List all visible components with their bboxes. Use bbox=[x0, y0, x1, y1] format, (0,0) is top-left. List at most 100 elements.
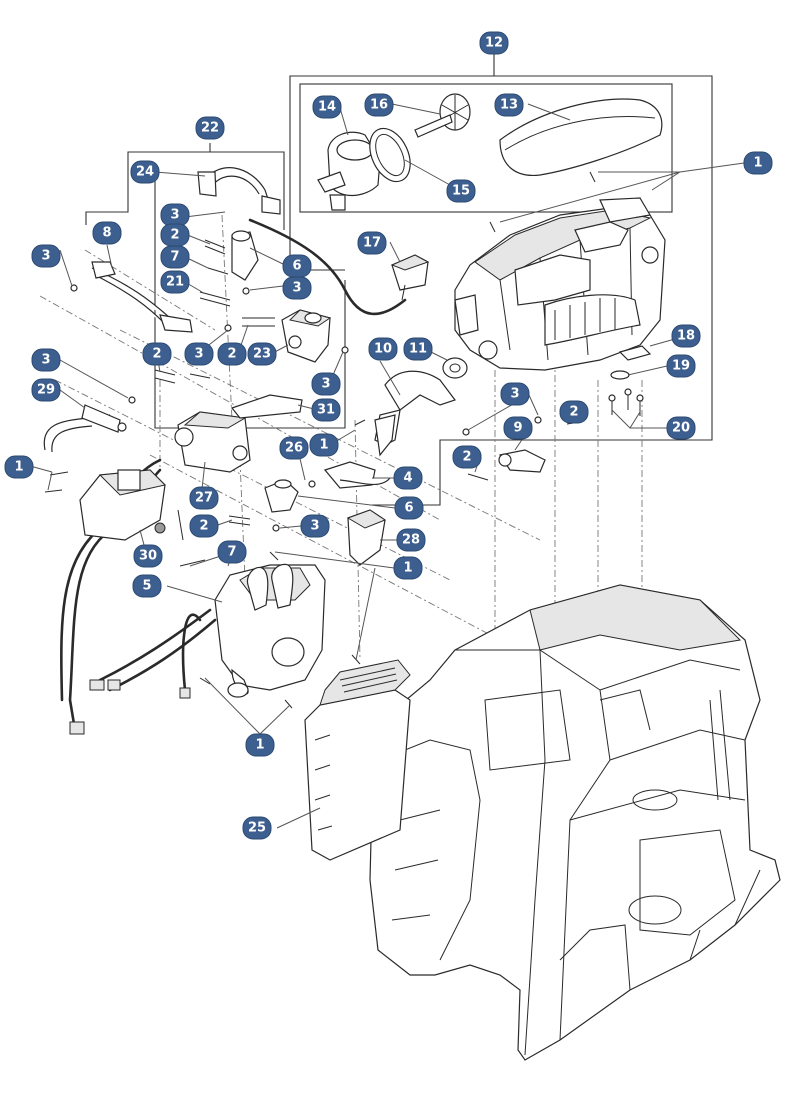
svg-text:28: 28 bbox=[402, 533, 420, 548]
callout-23: 23 bbox=[247, 342, 277, 366]
callout-10: 10 bbox=[368, 337, 398, 361]
callout-6-b: 6 bbox=[394, 496, 424, 520]
callout-22: 22 bbox=[195, 116, 225, 140]
callout-3-a: 3 bbox=[160, 203, 190, 227]
part-31-tube bbox=[230, 394, 303, 419]
svg-text:30: 30 bbox=[139, 549, 157, 564]
group-frame-22 bbox=[85, 143, 346, 429]
svg-text:2: 2 bbox=[462, 450, 471, 465]
svg-text:1: 1 bbox=[753, 156, 762, 171]
svg-text:1: 1 bbox=[319, 438, 328, 453]
svg-text:3: 3 bbox=[321, 377, 330, 392]
svg-text:4: 4 bbox=[403, 471, 412, 486]
callout-2-b: 2 bbox=[217, 342, 247, 366]
callout-25: 25 bbox=[242, 816, 272, 840]
part-24-hose bbox=[197, 167, 281, 215]
svg-text:18: 18 bbox=[677, 329, 695, 344]
svg-text:1: 1 bbox=[14, 460, 23, 475]
callout-2-a: 2 bbox=[160, 223, 190, 247]
callout-2-f: 2 bbox=[189, 514, 219, 538]
part-14-motor bbox=[317, 131, 381, 211]
callout-3-c: 3 bbox=[282, 276, 312, 300]
svg-text:1: 1 bbox=[403, 561, 412, 576]
callout-1-e: 1 bbox=[245, 733, 275, 757]
part-30-power-module bbox=[79, 469, 166, 541]
svg-text:31: 31 bbox=[317, 403, 335, 418]
svg-text:3: 3 bbox=[510, 387, 519, 402]
callout-18: 18 bbox=[671, 324, 701, 348]
svg-text:22: 22 bbox=[201, 121, 219, 136]
callout-30: 30 bbox=[133, 544, 163, 568]
svg-text:14: 14 bbox=[318, 100, 336, 115]
svg-text:29: 29 bbox=[37, 383, 55, 398]
part-8-hose bbox=[91, 261, 193, 333]
svg-text:15: 15 bbox=[452, 184, 470, 199]
callout-14: 14 bbox=[312, 95, 342, 119]
svg-text:5: 5 bbox=[142, 579, 151, 594]
svg-text:2: 2 bbox=[152, 347, 161, 362]
svg-text:11: 11 bbox=[409, 342, 427, 357]
callout-3-e: 3 bbox=[31, 348, 61, 372]
callout-26: 26 bbox=[279, 436, 309, 460]
svg-text:6: 6 bbox=[404, 501, 413, 516]
svg-text:25: 25 bbox=[248, 821, 266, 836]
callout-24: 24 bbox=[130, 160, 160, 184]
callout-2-c: 2 bbox=[142, 342, 172, 366]
svg-text:1: 1 bbox=[255, 738, 264, 753]
part-17-switch bbox=[390, 254, 430, 301]
callout-16: 16 bbox=[364, 93, 394, 117]
svg-text:23: 23 bbox=[253, 347, 271, 362]
brew-unit-assembly bbox=[454, 197, 666, 371]
callout-27: 27 bbox=[189, 486, 219, 510]
part-25-board-bracket bbox=[304, 659, 411, 861]
svg-text:8: 8 bbox=[102, 226, 111, 241]
part-15-ring bbox=[369, 127, 411, 183]
svg-text:19: 19 bbox=[672, 359, 690, 374]
part-20-screws bbox=[608, 388, 644, 416]
svg-text:6: 6 bbox=[292, 259, 301, 274]
callout-7-b: 7 bbox=[217, 540, 247, 564]
callout-19: 19 bbox=[666, 354, 696, 378]
part-9-pin bbox=[498, 449, 546, 473]
callout-9: 9 bbox=[503, 416, 533, 440]
callout-4: 4 bbox=[393, 466, 423, 490]
main-chassis bbox=[369, 584, 781, 1061]
part-19-washer bbox=[610, 370, 630, 380]
callout-21: 21 bbox=[160, 270, 190, 294]
callout-2-e: 2 bbox=[452, 445, 482, 469]
svg-text:24: 24 bbox=[136, 165, 154, 180]
svg-text:10: 10 bbox=[374, 342, 392, 357]
callout-15: 15 bbox=[446, 179, 476, 203]
callout-8: 8 bbox=[92, 221, 122, 245]
part-13-cover bbox=[499, 98, 663, 177]
callout-3-f: 3 bbox=[311, 372, 341, 396]
callout-31: 31 bbox=[311, 398, 341, 422]
part-18-plate bbox=[618, 345, 652, 361]
part-5-valve-body bbox=[214, 563, 326, 698]
leader-lines bbox=[29, 103, 745, 829]
svg-text:16: 16 bbox=[370, 98, 388, 113]
svg-text:27: 27 bbox=[195, 491, 213, 506]
svg-text:21: 21 bbox=[166, 275, 184, 290]
svg-text:2: 2 bbox=[227, 347, 236, 362]
svg-text:2: 2 bbox=[569, 405, 578, 420]
svg-text:26: 26 bbox=[285, 441, 303, 456]
part-27-pump bbox=[174, 411, 251, 473]
svg-text:17: 17 bbox=[363, 236, 381, 251]
part-11-gear bbox=[442, 357, 468, 379]
part-28-grommet bbox=[346, 509, 387, 566]
callout-2-d: 2 bbox=[559, 400, 589, 424]
callout-29: 29 bbox=[31, 378, 61, 402]
callout-12: 12 bbox=[479, 31, 509, 55]
part-6-valve-upper bbox=[199, 230, 259, 307]
svg-text:2: 2 bbox=[199, 519, 208, 534]
callout-28: 28 bbox=[396, 528, 426, 552]
svg-text:12: 12 bbox=[485, 36, 503, 51]
callout-1-b: 1 bbox=[309, 433, 339, 457]
callout-5: 5 bbox=[132, 574, 162, 598]
part-6-valve-lower bbox=[264, 479, 299, 513]
callout-1-c: 1 bbox=[4, 455, 34, 479]
svg-text:3: 3 bbox=[41, 353, 50, 368]
part-29-steam-pipe bbox=[43, 404, 127, 453]
